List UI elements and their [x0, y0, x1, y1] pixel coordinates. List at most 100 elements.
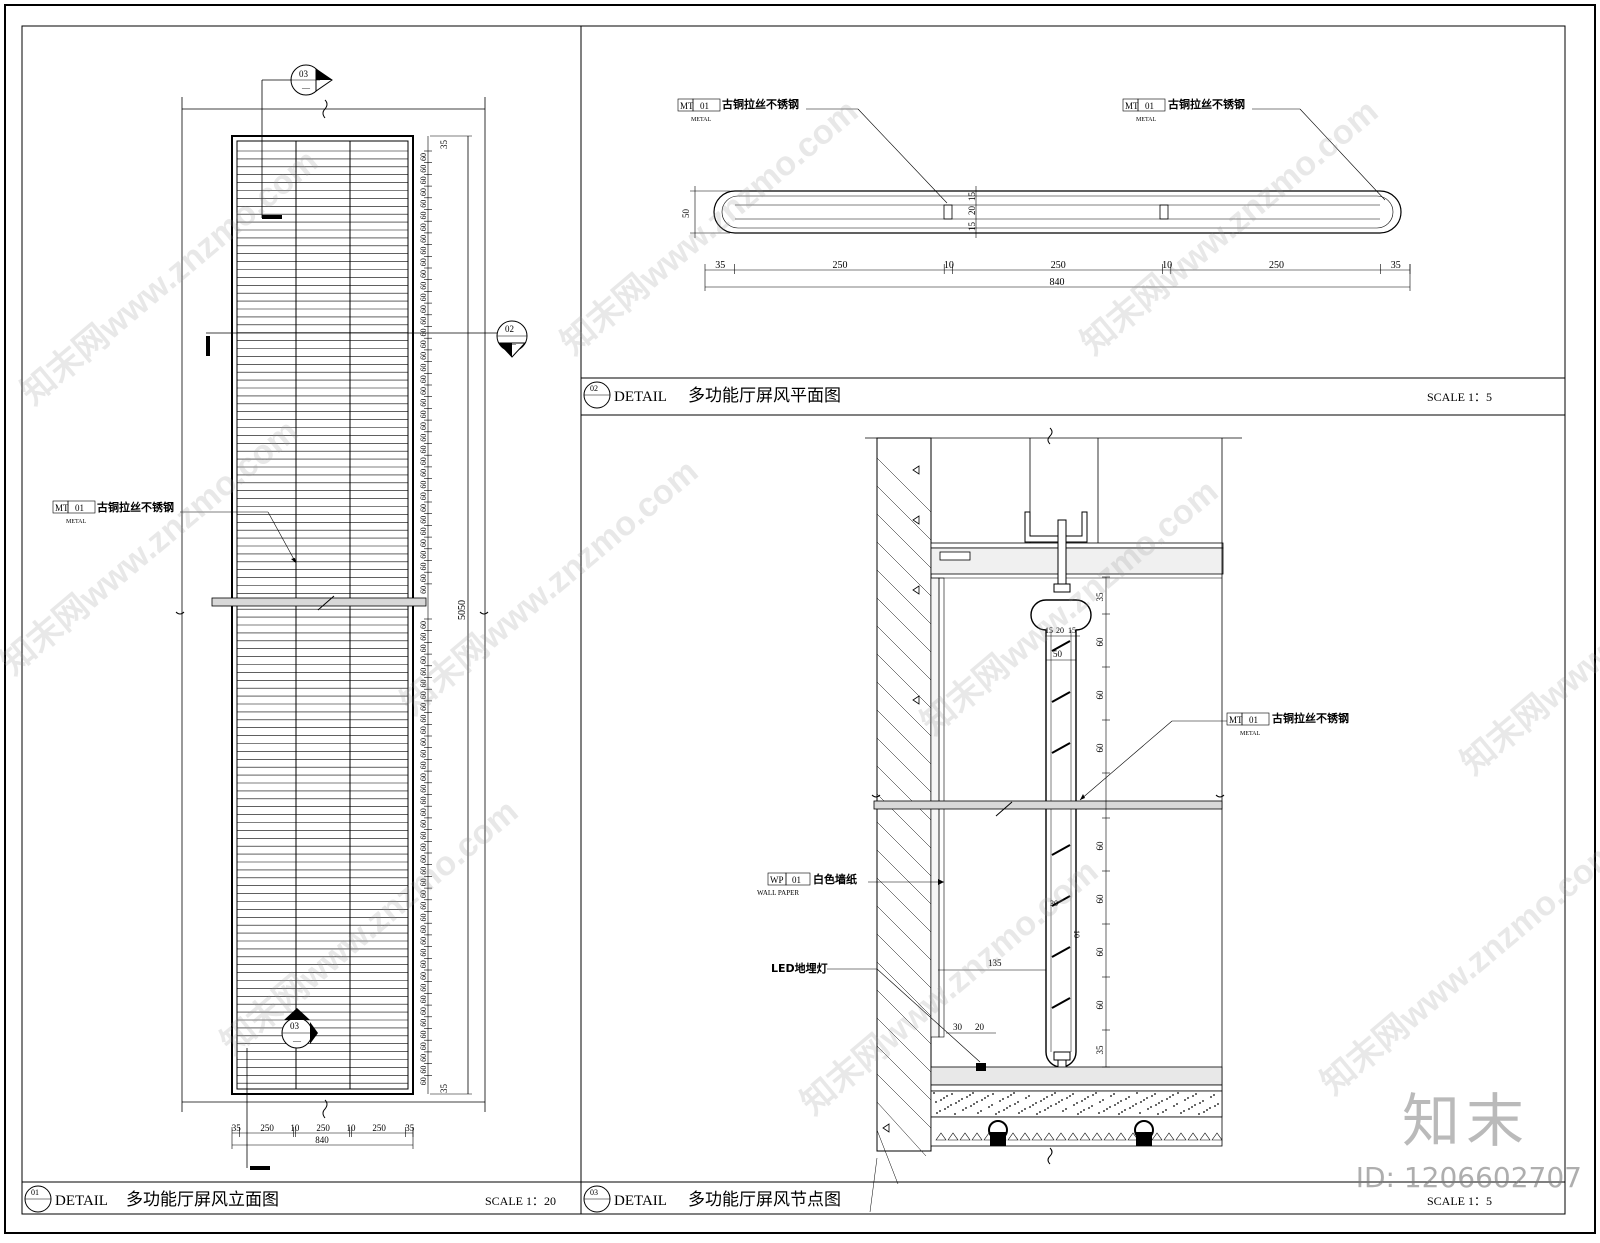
slat-dim-label: 60: [419, 200, 428, 208]
screed-dot: [933, 1092, 935, 1094]
svg-text:15: 15: [1045, 626, 1053, 635]
screed-dot: [1029, 1106, 1031, 1108]
screed-dot: [1032, 1104, 1034, 1106]
elevation-panel: 60 60 60 60 60 60 60 60 60 60 60 60 60 60 60 60 60 60 60 60…: [22, 64, 581, 1213]
led-fixture-right: [1134, 1120, 1154, 1146]
slat-dim-label: 60: [419, 949, 428, 957]
screed-dot: [1106, 1108, 1108, 1110]
node-dim-label: 35: [1095, 1045, 1105, 1055]
screed-dot: [1158, 1102, 1160, 1104]
screed-dot: [1203, 1111, 1205, 1113]
image-id: ID: 1206602707: [1355, 1161, 1582, 1194]
base-mark: [1067, 1132, 1079, 1141]
slat-dim-label: 60: [419, 247, 428, 255]
plan-scale: SCALE 1：5: [1427, 390, 1492, 404]
slat-dim-label: 60: [419, 902, 428, 910]
slat-dim-label: 60: [419, 153, 428, 161]
slat-dim-label: 60: [419, 446, 428, 454]
slat-dim-label: 60: [419, 188, 428, 196]
screed-dot: [1213, 1094, 1215, 1096]
screed-dot: [1017, 1101, 1019, 1103]
screed-dot: [1121, 1111, 1123, 1113]
brand-logo: 知末: [1401, 1087, 1530, 1155]
callout-top-number: 03: [299, 69, 309, 79]
slat-dim-label: 60: [419, 785, 428, 793]
base-mark: [1127, 1132, 1139, 1141]
width-dim-label: 35: [715, 260, 725, 271]
plan-material-label-right: 古铜拉丝不锈钢: [1168, 97, 1245, 111]
svg-text:15: 15: [967, 192, 977, 202]
base-mark: [1031, 1132, 1043, 1141]
slat-dim-label: 60: [419, 621, 428, 629]
screed-dot: [1109, 1106, 1111, 1108]
callout-side-number: 02: [505, 324, 514, 334]
screed-dot: [1077, 1113, 1079, 1115]
slat-angled-blades: [1051, 640, 1071, 1009]
screed-dot: [965, 1107, 967, 1109]
base-mark: [1079, 1132, 1091, 1141]
screed-dot: [1014, 1103, 1016, 1105]
bottom-dim: 35: [439, 1084, 449, 1094]
material-tag-plan-right: MT 01 METAL 古铜拉丝不锈钢: [1122, 97, 1386, 201]
screed-dot: [1002, 1098, 1004, 1100]
ceiling-board: [930, 547, 1224, 575]
slat-dim-label: 60: [419, 434, 428, 442]
screed-dot: [1199, 1102, 1201, 1104]
slat-dim-label: 60: [419, 469, 428, 477]
slat-dim-label: 60: [419, 165, 428, 173]
screed-dot: [1098, 1112, 1100, 1114]
screed-dot: [1210, 1096, 1212, 1098]
screen-inner-frame: [236, 140, 409, 1090]
base-mark: [1211, 1132, 1223, 1141]
slat-dim-label: 60: [419, 340, 428, 348]
blade: [1051, 844, 1071, 856]
svg-text:20: 20: [967, 206, 977, 216]
screed-dot: [999, 1100, 1001, 1102]
slat-dim-label: 60: [419, 1054, 428, 1062]
slat-dim-label: 60: [419, 808, 428, 816]
node-title: 多功能厅屏风节点图: [688, 1190, 841, 1210]
blade: [1051, 640, 1071, 652]
plan-title: 多功能厅屏风平面图: [688, 386, 841, 406]
screed-dot: [1154, 1093, 1156, 1095]
led-ground-light: [976, 1063, 986, 1071]
screed-dot: [947, 1106, 949, 1108]
node-dim-label: 60: [1095, 637, 1105, 647]
led-fixture-left: [988, 1120, 1008, 1146]
svg-text:20: 20: [975, 1022, 985, 1032]
screed-dot: [1165, 1109, 1167, 1111]
screed-dot: [1114, 1104, 1116, 1106]
height-dim: 5050: [457, 600, 468, 620]
screed-dot: [1065, 1108, 1067, 1110]
screed-dot: [1183, 1110, 1185, 1112]
screed-dot: [955, 1102, 957, 1104]
base-mark: [947, 1132, 959, 1141]
slat-dim-label: 60: [419, 843, 428, 851]
svg-text:30: 30: [1050, 899, 1058, 908]
material-tag-node: MT 01 METAL 古铜拉丝不锈钢: [1079, 711, 1349, 801]
base-mark: [1055, 1132, 1067, 1141]
width-dim-label: 250: [1269, 260, 1284, 271]
slat-dim-label: 60: [419, 715, 428, 723]
ceiling-channel: [1024, 511, 1088, 543]
screed-dot: [1146, 1097, 1148, 1099]
screed-dot: [1087, 1096, 1089, 1098]
material-tag-plan-left: MT 01 METAL 古铜拉丝不锈钢: [677, 97, 948, 204]
slat-dim-label: 60: [419, 832, 428, 840]
slat-dim-label: 60: [419, 890, 428, 898]
screed-dot: [944, 1108, 946, 1110]
screed-dot: [943, 1097, 945, 1099]
slat-dim-label: 60: [419, 212, 428, 220]
width-dim-label: 250: [316, 1123, 330, 1133]
panel-number-01: 01: [31, 1188, 39, 1197]
slat-dim-label: 60: [419, 410, 428, 418]
blade: [1051, 691, 1071, 703]
screed-dot: [966, 1096, 968, 1098]
width-total-label: 840: [315, 1135, 329, 1145]
svg-text:30: 30: [953, 1022, 963, 1032]
node-led-label: LED地埋灯: [771, 961, 828, 975]
base-mark: [959, 1132, 971, 1141]
screed-dot: [1180, 1112, 1182, 1114]
slat-dim-label: 60: [419, 1019, 428, 1027]
